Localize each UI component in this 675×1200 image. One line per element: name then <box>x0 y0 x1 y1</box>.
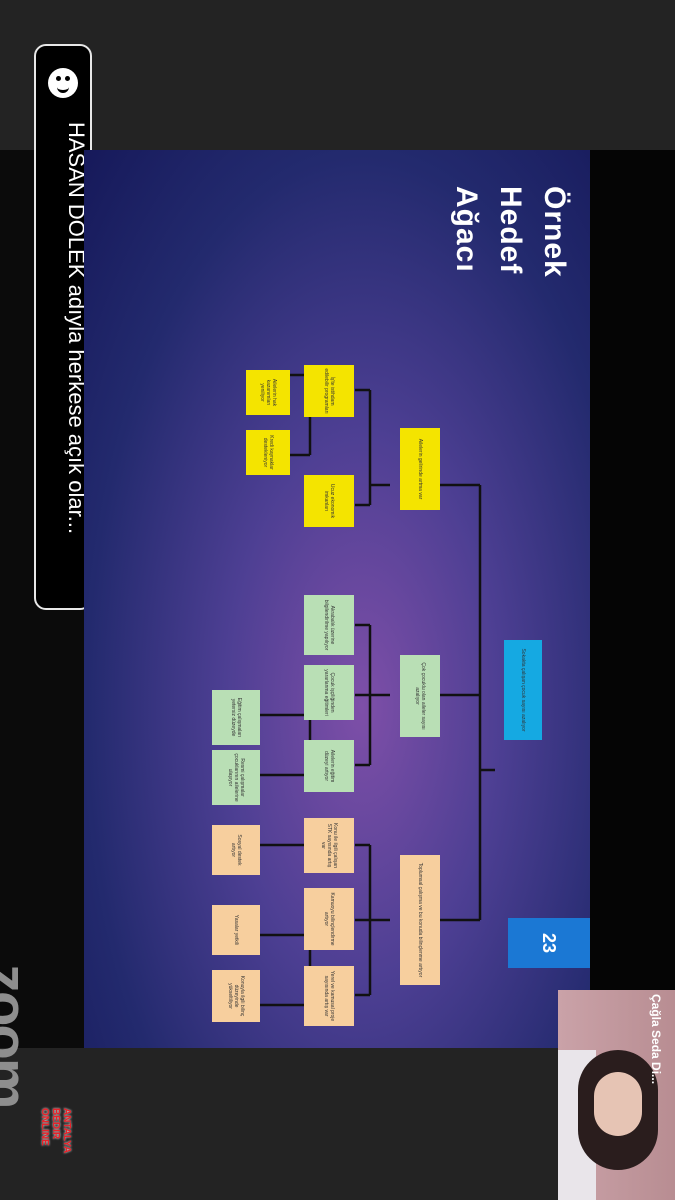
goal-box: Konuyla ilgili bilinç düzeyinde yükselti… <box>212 970 260 1022</box>
goal-box: Konu ile ilgili çalışan STK sayısında ar… <box>304 818 354 873</box>
title-line: Ağacı <box>450 186 483 273</box>
shared-slide: Örnek Hedef Ağacı Sokakta çalışan çocuk … <box>84 150 590 1048</box>
slide-title: Örnek Hedef Ağacı <box>444 186 576 326</box>
branch-box-3: Toplumsal çalışma ve bu konuda bilinçlen… <box>400 855 440 985</box>
title-line: Hedef <box>494 186 527 275</box>
participant-name: Çağla Seda Di... <box>649 994 663 1085</box>
goal-box: Eğitim çalışmaları yetersiz düzeyde <box>212 690 260 745</box>
goal-box: Yasalar yetkili <box>212 905 260 955</box>
logo-line: ONLINE <box>39 1108 50 1146</box>
channel-logo: ANTALYA BEDIR ONLINE <box>32 1108 92 1168</box>
branch-box-2: Çok çocuklu olan aileler sayısı azalıyor <box>400 655 440 737</box>
goal-box: Kredi kaynaklar destekleniyor <box>246 430 290 475</box>
goal-box: Yerel ve kamusal proje sayısında artış v… <box>304 966 354 1026</box>
goal-box: Ailelerin eğitim düzeyi artıyor <box>304 740 354 792</box>
goal-box: Ucuz ekonomik imkanları <box>304 475 354 527</box>
goal-box: Sosyal destek artıyor <box>212 825 260 875</box>
zoom-watermark: zoom <box>0 964 39 1108</box>
logo-line: BEDIR <box>50 1108 61 1140</box>
goal-box: İş'te istihdam edilebilir programları <box>304 365 354 417</box>
goal-box: Kamuoyu bilinçlendirme artıyor <box>304 888 354 950</box>
top-bar <box>0 0 675 150</box>
right-strip <box>590 150 675 1048</box>
smiley-icon <box>48 68 78 98</box>
title-line: Örnek <box>538 186 571 278</box>
goal-box: Ailelerin hak kazanımları yeniliyor <box>246 370 290 415</box>
participant-face <box>594 1072 642 1136</box>
notification-banner[interactable]: HASAN DÖLEK adıyla herkese açık olar... <box>34 44 92 610</box>
branch-box-1: Ailelerin gelirinde artma var <box>400 428 440 510</box>
goal-box: Akrabalık üzerine bilgilendirilme yapılı… <box>304 595 354 655</box>
page-number: 23 <box>508 918 590 968</box>
root-box: Sokakta çalışan çocuk sayısı azalıyor <box>504 640 542 740</box>
participant-video[interactable]: Çağla Seda Di... <box>558 990 675 1200</box>
goal-box: Çocuk işçiliğinden yararlanma eğitimleri <box>304 665 354 720</box>
goal-box: Resmi çalışmalar çocuklarının ailelerine… <box>212 750 260 805</box>
logo-line: ANTALYA <box>61 1108 72 1154</box>
